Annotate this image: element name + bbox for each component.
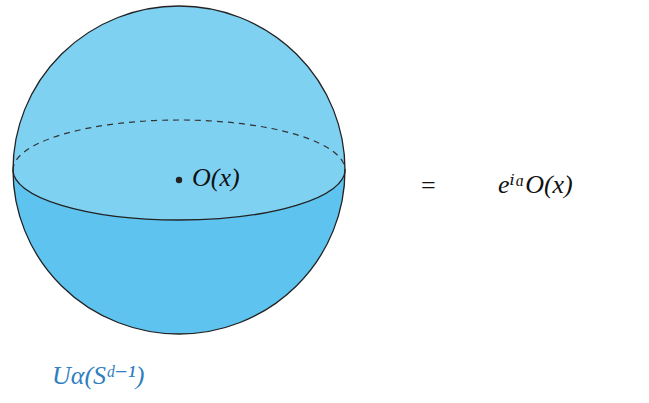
- label-slot: eⁱᵅO(x): [498, 170, 573, 200]
- label-slot: =: [421, 171, 436, 201]
- phase-expression: eⁱᵅO(x): [498, 170, 573, 199]
- text-slot: Uα(Sᵈ⁻¹): [52, 361, 144, 391]
- point-dot: [176, 177, 182, 183]
- text-slot: O(x): [192, 163, 240, 193]
- surface-label: Uα(Sᵈ⁻¹): [52, 361, 144, 390]
- operator-label: O(x): [192, 163, 240, 192]
- sphere-lower-shade: [13, 170, 345, 334]
- equator-back: [13, 120, 345, 170]
- sphere-outline: [13, 6, 345, 334]
- sphere-fill: [13, 6, 345, 334]
- sphere-shape: [12, 5, 346, 335]
- equator-front: [13, 170, 345, 220]
- equals-sign: =: [421, 171, 436, 200]
- sphere-node: O(x)Uα(Sᵈ⁻¹): [12, 5, 346, 335]
